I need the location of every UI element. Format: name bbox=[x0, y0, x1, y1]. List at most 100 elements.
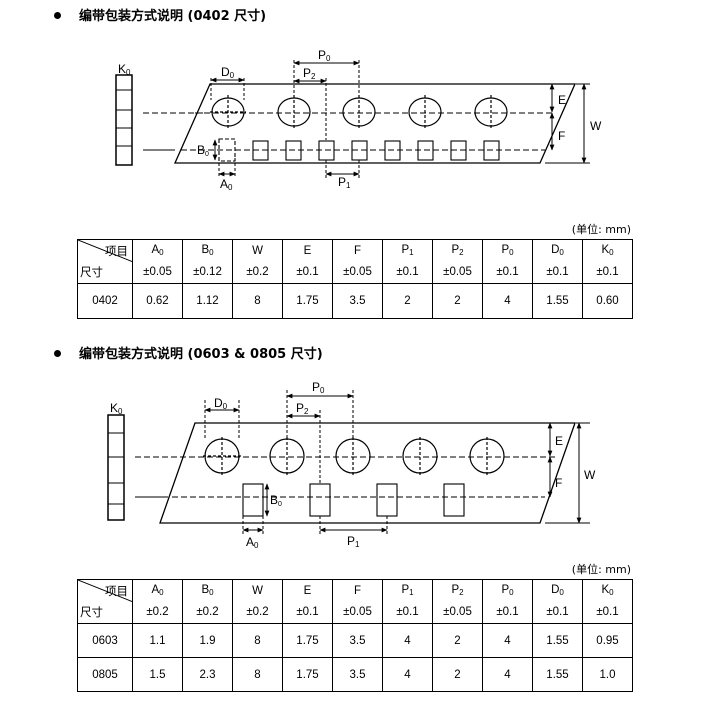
value-cell: 8 bbox=[232, 623, 283, 658]
column-header: D0 bbox=[532, 239, 583, 262]
tolerance-cell: ±0.05 bbox=[432, 601, 483, 624]
tolerance-cell: ±0.1 bbox=[532, 601, 583, 624]
value-cell: 4 bbox=[482, 283, 533, 319]
column-header: P1 bbox=[382, 579, 433, 602]
value-cell: 2 bbox=[432, 623, 483, 658]
label-p0: P0 bbox=[318, 48, 331, 63]
bullet-icon bbox=[54, 12, 61, 19]
tolerance-cell: ±0.1 bbox=[482, 601, 533, 624]
tolerance-cell: ±0.2 bbox=[232, 261, 283, 284]
size-cell: 0805 bbox=[77, 657, 133, 692]
tolerance-cell: ±0.12 bbox=[182, 261, 233, 284]
tolerance-cell: ±0.1 bbox=[532, 261, 583, 284]
tolerance-cell: ±0.1 bbox=[582, 601, 633, 624]
label-w: W bbox=[584, 468, 596, 482]
value-cell: 1.55 bbox=[532, 623, 583, 658]
column-header: W bbox=[232, 239, 283, 262]
tolerance-cell: ±0.1 bbox=[282, 601, 333, 624]
value-cell: 1.12 bbox=[182, 283, 233, 319]
value-cell: 1.9 bbox=[182, 623, 233, 658]
tape-diagram-0402: K0 bbox=[115, 48, 602, 192]
label-p1: P1 bbox=[347, 534, 360, 549]
tolerance-cell: ±0.1 bbox=[582, 261, 633, 284]
label-e: E bbox=[555, 434, 563, 448]
value-cell: 2 bbox=[432, 657, 483, 692]
value-cell: 3.5 bbox=[332, 283, 383, 319]
value-cell: 8 bbox=[232, 657, 283, 692]
label-k0: K0 bbox=[110, 401, 123, 416]
column-header: B0 bbox=[182, 239, 233, 262]
value-cell: 1.0 bbox=[582, 657, 633, 692]
size-cell: 0603 bbox=[77, 623, 133, 658]
column-header: P1 bbox=[382, 239, 433, 262]
column-header: A0 bbox=[132, 579, 183, 602]
value-cell: 8 bbox=[232, 283, 283, 319]
table-corner: 项目 尺寸 bbox=[77, 579, 133, 624]
unit-note: (单位: mm) bbox=[571, 563, 631, 576]
column-header: F bbox=[332, 579, 383, 602]
column-header: A0 bbox=[132, 239, 183, 262]
label-p2: P2 bbox=[303, 66, 316, 81]
size-cell: 0402 bbox=[77, 283, 133, 319]
value-cell: 4 bbox=[482, 623, 533, 658]
label-p2: P2 bbox=[296, 401, 309, 416]
value-cell: 1.5 bbox=[132, 657, 183, 692]
label-w: W bbox=[590, 119, 602, 133]
label-d0: D0 bbox=[221, 65, 235, 80]
label-a0: A0 bbox=[246, 535, 259, 550]
value-cell: 0.95 bbox=[582, 623, 633, 658]
tolerance-cell: ±0.05 bbox=[132, 261, 183, 284]
section-title-0603-0805: 编带包装方式说明 (0603 & 0805 尺寸) bbox=[54, 343, 323, 362]
column-header: P2 bbox=[432, 239, 483, 262]
value-cell: 4 bbox=[382, 623, 433, 658]
column-header: E bbox=[282, 579, 333, 602]
column-header: E bbox=[282, 239, 333, 262]
section-title-0402: 编带包装方式说明 (0402 尺寸) bbox=[54, 5, 266, 24]
value-cell: 1.75 bbox=[282, 657, 333, 692]
column-header: F bbox=[332, 239, 383, 262]
label-a0: A0 bbox=[220, 177, 233, 192]
tolerance-cell: ±0.1 bbox=[382, 601, 433, 624]
label-p0: P0 bbox=[312, 380, 325, 395]
column-header: P0 bbox=[482, 239, 533, 262]
label-b0: B0 bbox=[270, 493, 282, 508]
value-cell: 1.55 bbox=[532, 657, 583, 692]
table-corner: 项目 尺寸 bbox=[77, 239, 133, 284]
tolerance-cell: ±0.1 bbox=[482, 261, 533, 284]
column-header: P2 bbox=[432, 579, 483, 602]
tolerance-cell: ±0.2 bbox=[132, 601, 183, 624]
column-header: P0 bbox=[482, 579, 533, 602]
column-header: K0 bbox=[582, 239, 633, 262]
tolerance-cell: ±0.2 bbox=[232, 601, 283, 624]
tolerance-cell: ±0.05 bbox=[432, 261, 483, 284]
label-f: F bbox=[558, 129, 565, 143]
column-header: B0 bbox=[182, 579, 233, 602]
column-header: D0 bbox=[532, 579, 583, 602]
value-cell: 4 bbox=[382, 657, 433, 692]
value-cell: 1.75 bbox=[282, 283, 333, 319]
label-p1: P1 bbox=[338, 175, 351, 190]
column-header: W bbox=[232, 579, 283, 602]
value-cell: 1.55 bbox=[532, 283, 583, 319]
bullet-icon bbox=[54, 350, 61, 357]
value-cell: 3.5 bbox=[332, 623, 383, 658]
value-cell: 2 bbox=[432, 283, 483, 319]
tolerance-cell: ±0.1 bbox=[282, 261, 333, 284]
value-cell: 2 bbox=[382, 283, 433, 319]
label-f: F bbox=[555, 476, 562, 490]
value-cell: 1.1 bbox=[132, 623, 183, 658]
label-k0: K0 bbox=[118, 62, 131, 77]
value-cell: 3.5 bbox=[332, 657, 383, 692]
label-e: E bbox=[558, 93, 566, 107]
value-cell: 0.62 bbox=[132, 283, 183, 319]
tolerance-cell: ±0.2 bbox=[182, 601, 233, 624]
value-cell: 4 bbox=[482, 657, 533, 692]
value-cell: 0.60 bbox=[582, 283, 633, 319]
tolerance-cell: ±0.05 bbox=[332, 261, 383, 284]
value-cell: 2.3 bbox=[182, 657, 233, 692]
